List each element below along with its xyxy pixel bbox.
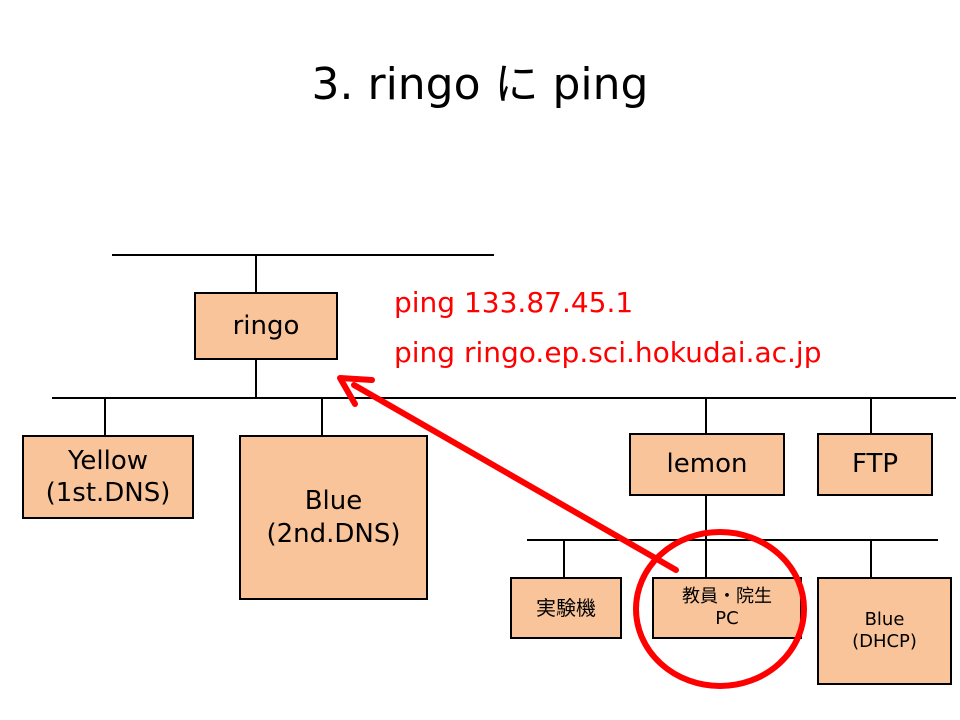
staff-pc-link [705,540,707,578]
lemon-link [705,398,707,434]
blue-dns-link [321,398,323,436]
slide-title: 3. ringo に ping [311,59,649,110]
blue-dns-label-line2: (2nd.DNS) [266,518,401,549]
ping-command-hostname: ping ringo.ep.sci.hokudai.ac.jp [394,336,822,369]
staff-pc-label-line2: PC [715,608,739,629]
blue-dhcp-link [870,540,872,578]
blue-dhcp-label-line2: (DHCP) [852,631,917,652]
ftp-node: FTP [817,433,933,496]
ftp-link [870,398,872,434]
lemon-label: lemon [666,449,748,480]
jikkenki-label: 実験機 [536,595,596,620]
ping-arrow-head [337,375,375,407]
lemon-node: lemon [629,433,785,496]
main-network-line [52,397,956,399]
staff-pc-highlight-circle [633,529,807,689]
ringo-uplink [255,255,257,293]
blue-dns-node: Blue (2nd.DNS) [239,435,428,600]
staff-pc-label-line1: 教員・院生 [682,585,772,607]
ringo-label: ringo [232,310,300,341]
blue-dns-label-line1: Blue [304,486,363,516]
lemon-downlink [705,495,707,540]
top-network-line [112,254,494,256]
sub-network-line [527,539,938,541]
ping-command-ip: ping 133.87.45.1 [394,286,634,319]
ringo-node: ringo [194,292,338,360]
ringo-downlink [255,360,257,398]
staff-pc-node: 教員・院生 PC [652,577,802,639]
jikkenki-link [563,540,565,578]
yellow-label-line2: (1st.DNS) [45,478,171,508]
jikkenki-node: 実験機 [510,577,622,639]
yellow-label-line1: Yellow [67,445,149,476]
blue-dhcp-node: Blue (DHCP) [817,577,952,685]
ftp-label: FTP [851,449,899,480]
ping-arrow-shaft [351,382,679,573]
blue-dhcp-label-line1: Blue [864,608,905,630]
yellow-node: Yellow (1st.DNS) [22,435,194,519]
yellow-link [104,398,106,436]
